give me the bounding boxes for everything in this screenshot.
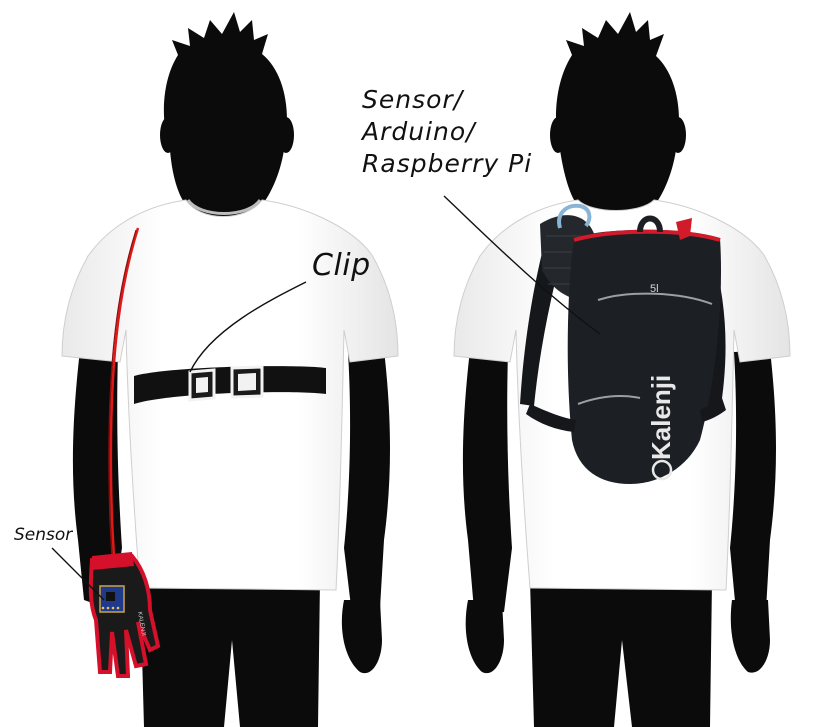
legs-front [140,580,320,727]
arm-right-front [344,350,390,615]
backpack-brand: Kalenji [646,375,676,460]
label-clip: Clip [312,248,371,283]
figure-back: 5l Kalenji [454,12,790,727]
arm-right-back [730,350,776,612]
arm-left-back [463,350,512,612]
label-backpack-line1: Sensor/ [362,85,465,114]
label-backpack-line2: Arduino/ [360,117,477,146]
backpack-model: 5l [650,283,659,295]
label-sensor: Sensor [14,525,73,545]
head-front [164,12,287,218]
head-back [556,12,679,218]
legs-back [530,580,712,727]
figure-front: KALENJI [62,12,398,727]
label-backpack-line3: Raspberry Pi [362,149,532,178]
